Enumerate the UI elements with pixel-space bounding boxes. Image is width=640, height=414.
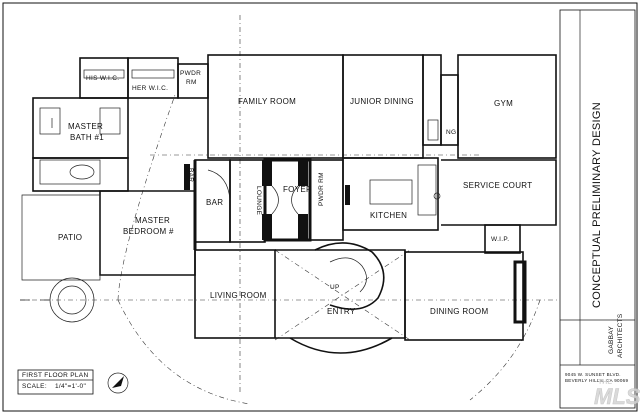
label-master-bedroom-2: BEDROOM # xyxy=(123,227,174,236)
title-block: CONCEPTUAL PRELIMINARY DESIGN GABBAY ARC… xyxy=(559,9,636,409)
label-lounge: LOUNGE xyxy=(255,186,262,216)
watermark-the: THE xyxy=(598,379,612,386)
label-wip: W.I.P. xyxy=(491,236,509,243)
vertical-title: CONCEPTUAL PRELIMINARY DESIGN xyxy=(591,102,603,308)
central-walls xyxy=(194,54,557,354)
label-service-court: SERVICE COURT xyxy=(463,181,532,190)
mls-watermark: THE MLS com xyxy=(594,379,640,409)
label-her-wic: HER W.I.C. xyxy=(132,85,168,92)
label-gym: GYM xyxy=(494,99,513,108)
label-ng: NG xyxy=(446,129,456,136)
label-pwdr-rm-side: PWDR RM xyxy=(318,172,325,206)
plan-scale-label: SCALE: xyxy=(22,383,47,390)
patio-area xyxy=(21,194,101,323)
label-foyer: FOYER xyxy=(283,185,312,194)
label-master-bedroom: MASTER xyxy=(135,216,170,225)
firm-address-1: 9045 W. SUNSET BLVD. xyxy=(565,372,621,377)
label-bar-vertical: BAR xyxy=(187,168,194,182)
label-patio: PATIO xyxy=(58,233,82,242)
master-suite-walls xyxy=(32,57,209,276)
label-bar: BAR xyxy=(206,198,223,207)
label-up: UP xyxy=(330,284,340,291)
label-pwdr-top: PWDR xyxy=(180,70,201,77)
label-master-bath: MASTER xyxy=(68,122,103,131)
label-family-room: FAMILY ROOM xyxy=(238,97,296,106)
firm-name-2: ARCHITECTS xyxy=(617,313,624,358)
watermark-mls: MLS xyxy=(594,384,640,409)
label-dining-room: DINING ROOM xyxy=(430,307,488,316)
label-kitchen: KITCHEN xyxy=(370,211,407,220)
plan-scale-value: 1/4"=1'-0" xyxy=(55,383,86,390)
firm-address-2: BEVERLY HILLS, CA 90069 xyxy=(565,378,628,383)
construction-lines xyxy=(20,15,560,405)
fixtures xyxy=(184,119,441,240)
label-junior-dining: JUNIOR DINING xyxy=(350,97,414,106)
label-master-bath-2: BATH #1 xyxy=(70,133,104,142)
room-labels: HIS W.I.C. HER W.I.C. PWDR RM MASTER BAT… xyxy=(58,70,532,316)
watermark-com: com xyxy=(626,400,635,406)
label-entry: ENTRY xyxy=(327,307,356,316)
firm-name-1: GABBAY xyxy=(608,326,615,354)
label-rm-top: RM xyxy=(186,79,197,86)
label-living-room: LIVING ROOM xyxy=(210,291,267,300)
plan-title-block: FIRST FLOOR PLAN SCALE: 1/4"=1'-0" xyxy=(17,369,129,395)
label-his-wic: HIS W.I.C. xyxy=(86,75,119,82)
plan-title: FIRST FLOOR PLAN xyxy=(22,372,88,379)
